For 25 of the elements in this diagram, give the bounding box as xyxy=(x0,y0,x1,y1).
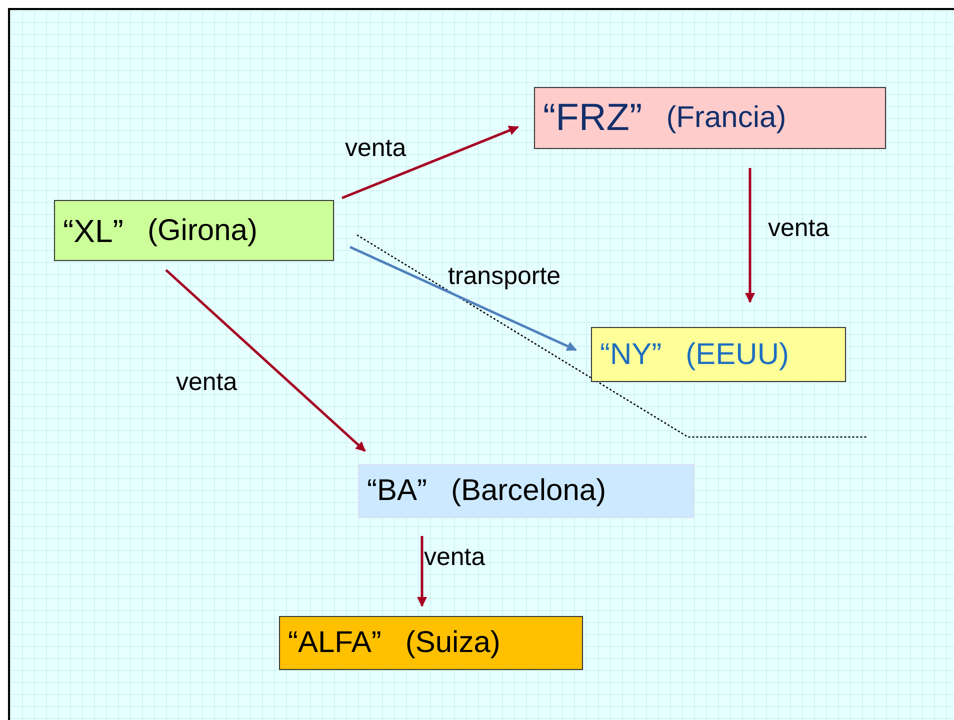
company-box xyxy=(534,87,886,149)
company-box xyxy=(358,464,694,518)
company-code: “FRZ” xyxy=(543,99,642,137)
location-name: (Barcelona) xyxy=(451,476,606,506)
company-box xyxy=(279,616,583,670)
location-name: (Francia) xyxy=(666,103,786,133)
company-code: “XL” xyxy=(63,214,124,246)
arrow xyxy=(342,126,519,200)
company-code: “NY” xyxy=(600,340,662,370)
edge-label: transporte xyxy=(448,264,561,289)
company-box xyxy=(591,327,846,382)
arrow xyxy=(349,246,577,352)
edge-label: venta xyxy=(424,545,486,570)
company-code: “ALFA” xyxy=(288,628,382,658)
arrow xyxy=(417,536,427,607)
arrow xyxy=(165,269,366,452)
location-name: (EEUU) xyxy=(686,340,789,370)
edge-label: venta xyxy=(176,370,238,395)
company-code: “BA” xyxy=(367,476,427,506)
arrow xyxy=(745,168,755,303)
edge-label: venta xyxy=(345,136,406,161)
location-name: (Suiza) xyxy=(405,628,500,658)
location-name: (Girona) xyxy=(147,216,258,246)
company-box xyxy=(54,200,334,261)
edge-label: venta xyxy=(768,216,830,241)
